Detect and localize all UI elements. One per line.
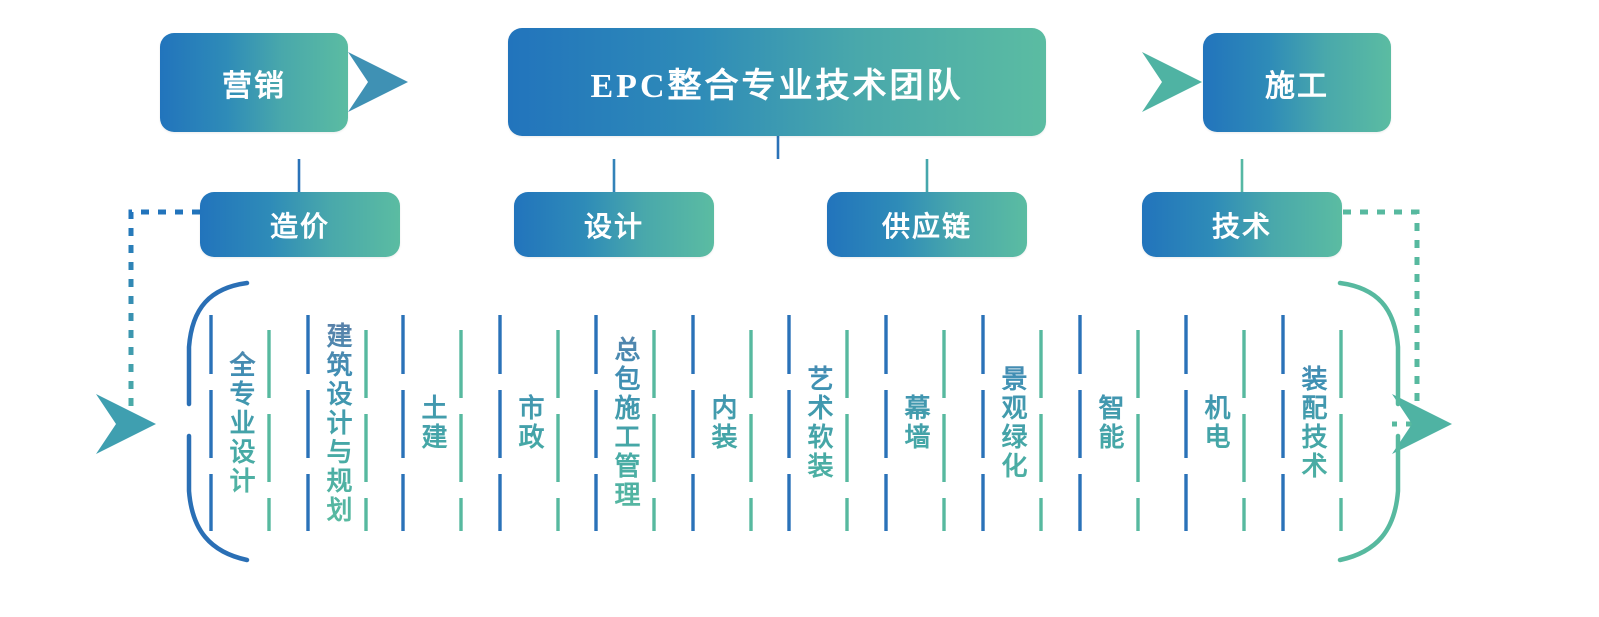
outer-bracket-right-lower [1337,433,1401,563]
leaf-item[interactable]: 智能智能 [1077,312,1141,534]
leaf-item[interactable]: 土建土建 [400,312,464,534]
outer-bracket-left-lower [186,433,250,563]
feedback-loop-right [1343,209,1452,454]
node-main-title[interactable]: EPC整合专业技术团队 [508,28,1046,136]
leaf-label: 幕墙 [883,312,947,534]
leaf-item[interactable]: 艺术软装艺术软装 [786,312,850,534]
leaf-bracket-frame [209,313,271,533]
leaf-item[interactable]: 建筑设计与规划建筑设计与规划 [305,312,369,534]
leaf-item[interactable]: 总包施工管理总包施工管理 [593,312,657,534]
leaf-label: 市政 [497,312,561,534]
leaf-bracket-frame [1281,313,1343,533]
leaf-bracket-frame [981,313,1043,533]
leaf-label: 内装 [690,312,754,534]
leaf-bracket-frame [1184,313,1246,533]
leaf-label: 智能 [1077,312,1141,534]
branch-node-technology[interactable]: 技术 [1142,192,1342,257]
leaf-item[interactable]: 内装内装 [690,312,754,534]
outer-bracket-left [186,280,250,407]
leaf-bracket-frame [498,313,560,533]
outer-bracket-right [1337,280,1401,407]
leaf-item[interactable]: 装配技术装配技术 [1280,312,1344,534]
branch-node-supply-chain[interactable]: 供应链 [827,192,1027,257]
leaf-item[interactable]: 全专业设计全专业设计 [208,312,272,534]
branch-node-cost[interactable]: 造价 [200,192,400,257]
leaf-item[interactable]: 市政市政 [497,312,561,534]
leaf-bracket-frame [1078,313,1140,533]
node-construction[interactable]: 施工 [1203,33,1391,132]
leaf-item[interactable]: 机电机电 [1183,312,1247,534]
leaf-bracket-frame [306,313,368,533]
leaf-label: 景观绿化 [980,312,1044,534]
leaf-label: 艺术软装 [786,312,850,534]
branch-node-design[interactable]: 设计 [514,192,714,257]
leaf-item[interactable]: 幕墙幕墙 [883,312,947,534]
leaf-label: 总包施工管理 [593,312,657,534]
leaf-label: 装配技术 [1280,312,1344,534]
feedback-loop-left [96,209,200,454]
leaf-label: 全专业设计 [208,312,272,534]
node-marketing[interactable]: 营销 [160,33,348,132]
leaf-bracket-frame [787,313,849,533]
leaf-bracket-frame [691,313,753,533]
leaf-label: 建筑设计与规划 [305,312,369,534]
leaf-bracket-frame [884,313,946,533]
leaf-item[interactable]: 景观绿化景观绿化 [980,312,1044,534]
leaf-label: 机电 [1183,312,1247,534]
leaf-bracket-frame [594,313,656,533]
leaf-label: 土建 [400,312,464,534]
leaf-bracket-frame [401,313,463,533]
